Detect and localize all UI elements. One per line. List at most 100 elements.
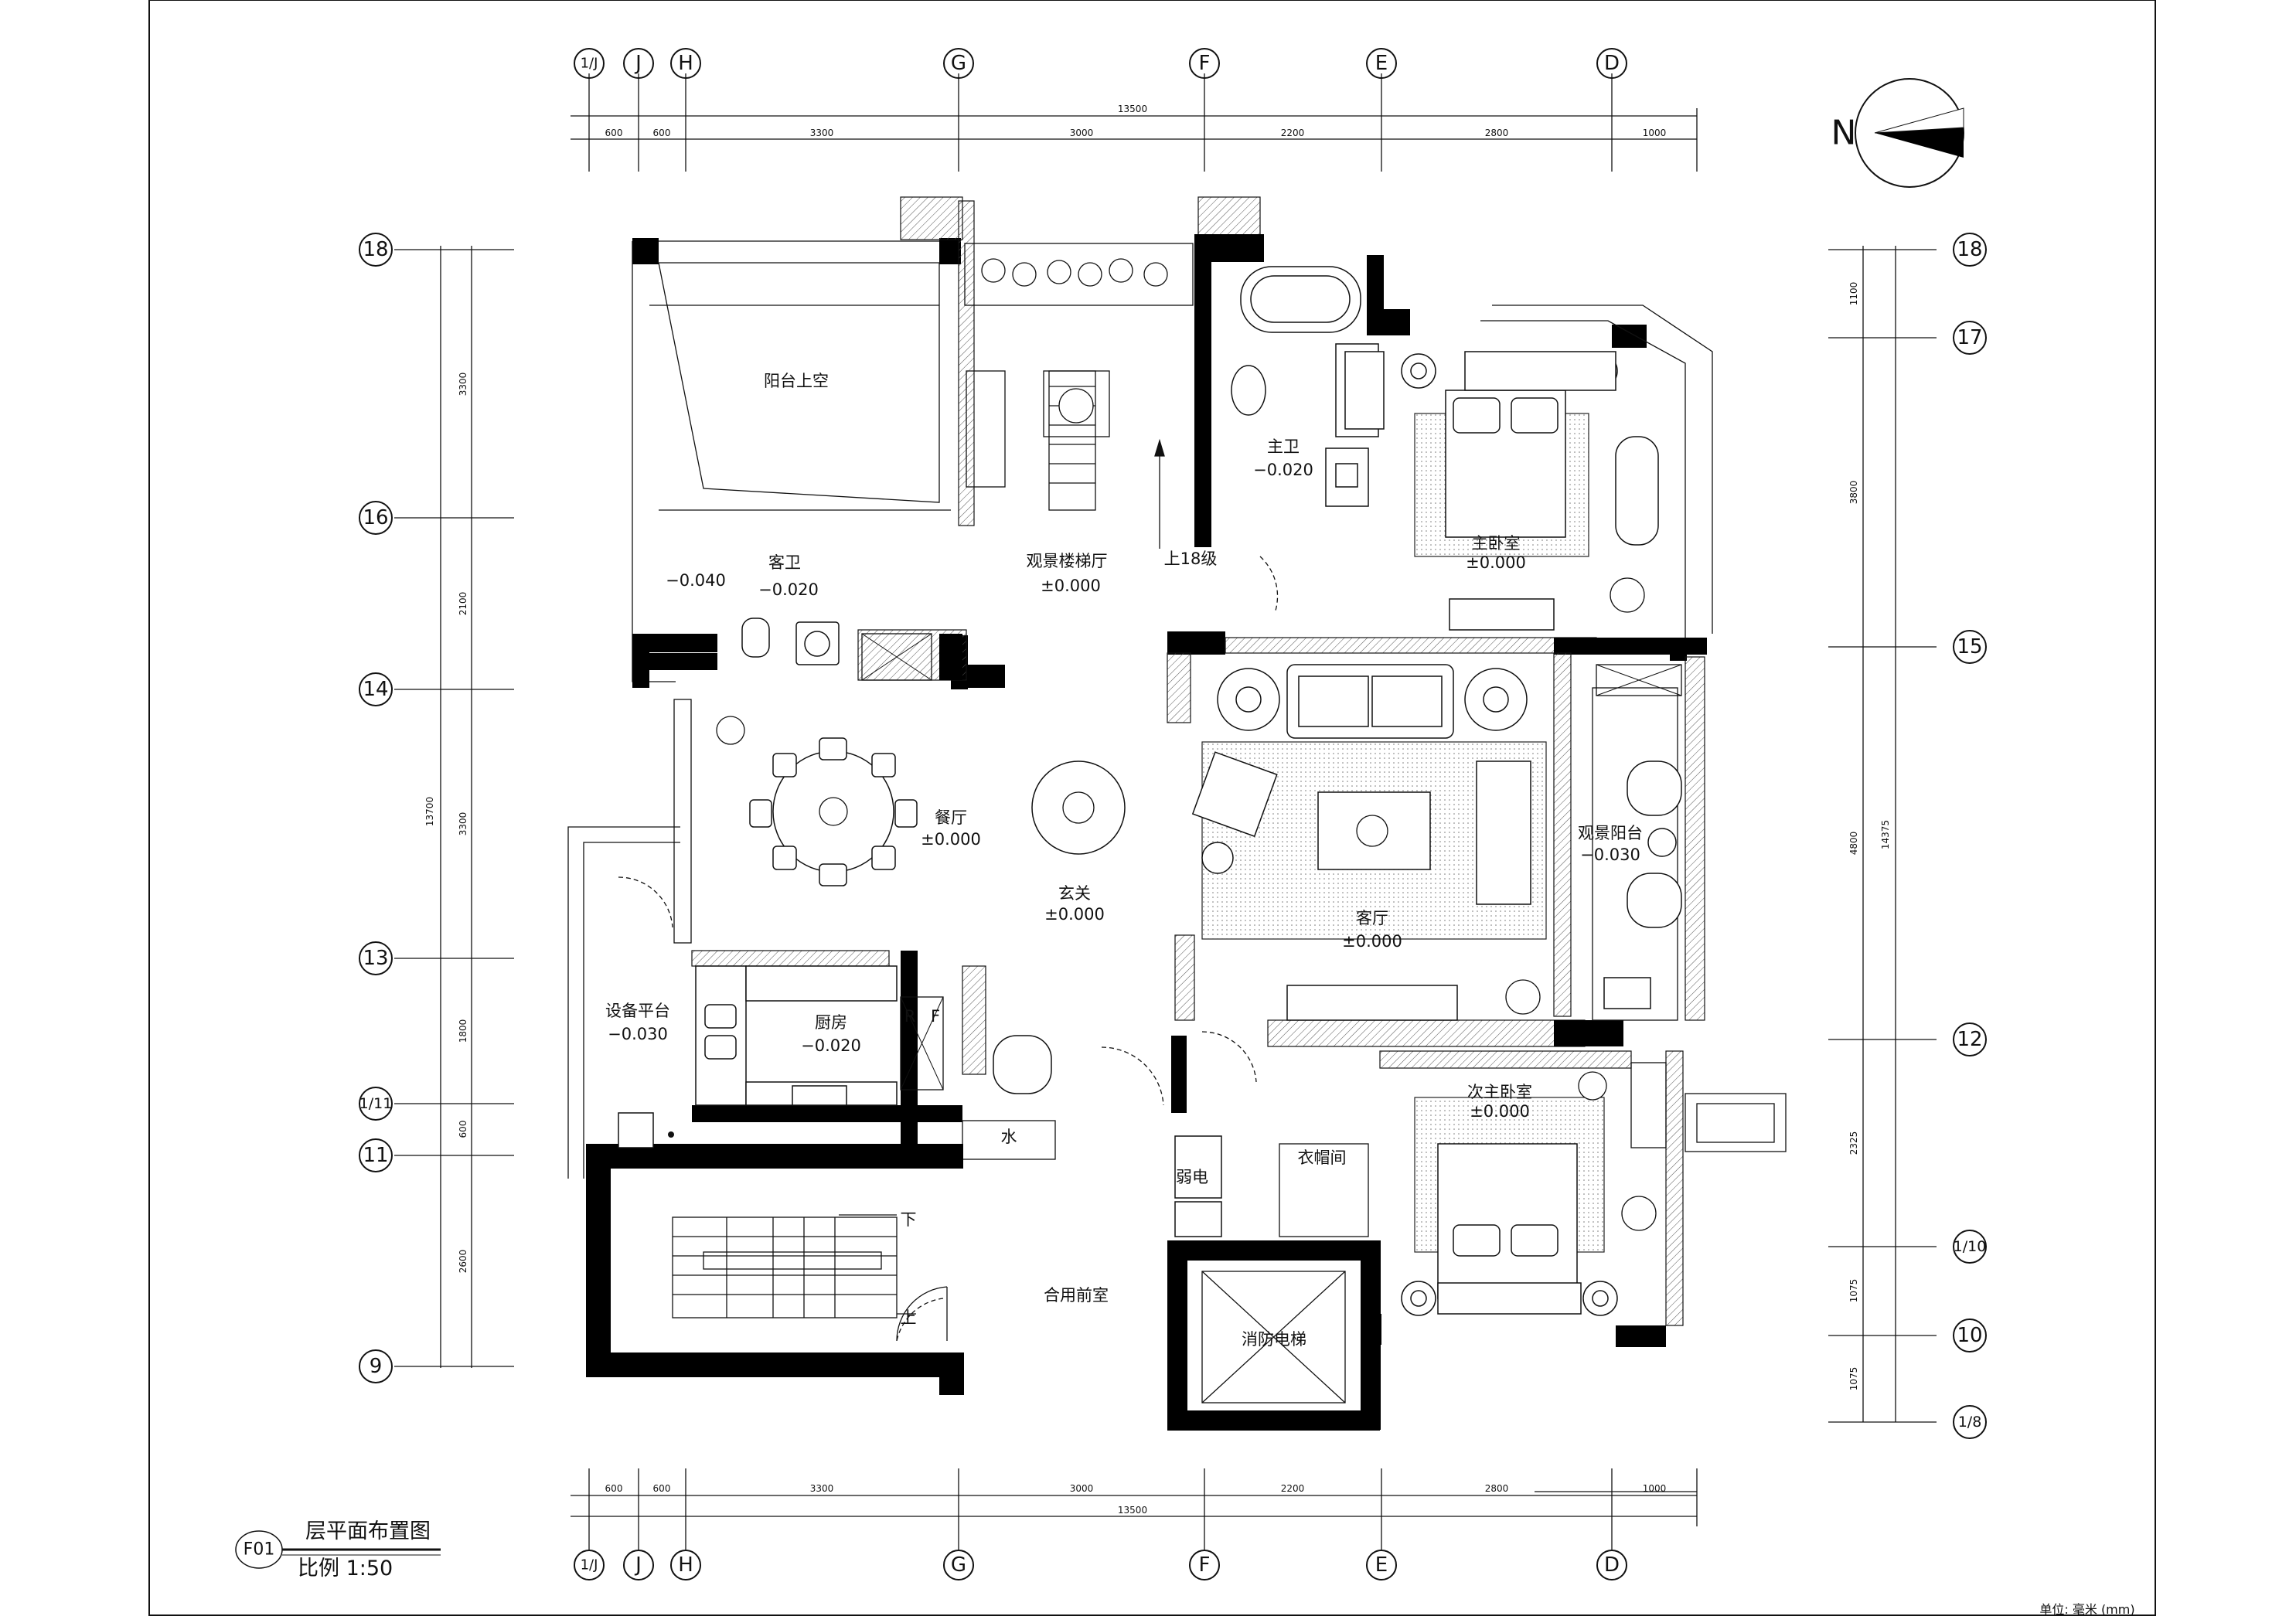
room-water: 水	[1001, 1128, 1017, 1146]
right-dimensions: 14375 1100 3800 4800 2325 1075 1075	[1848, 282, 1891, 1391]
room-kitchen-level: −0.020	[801, 1036, 861, 1055]
room-equipment-platform-level: −0.030	[608, 1025, 668, 1043]
secondary-bedroom	[1174, 1062, 1667, 1316]
axis-bottom-D: D	[1604, 1553, 1620, 1577]
stair-up-18: 上18级	[1164, 550, 1218, 568]
unit-note: 单位: 毫米 (mm)	[2039, 1602, 2134, 1617]
axis-left-14: 14	[363, 678, 388, 701]
dim-top-5: 2200	[1281, 128, 1305, 138]
axis-top-H: H	[678, 52, 693, 75]
axis-bottom-H: H	[678, 1553, 693, 1577]
axis-left-11: 11	[363, 1144, 388, 1167]
dim-top-4: 3000	[1070, 128, 1094, 138]
axis-right-1-10: 1/10	[1954, 1238, 1987, 1255]
axis-right-18: 18	[1957, 238, 1982, 261]
axis-bubbles-top: 1/J J H G F E D	[574, 48, 1627, 79]
room-dining-level: ±0.000	[921, 830, 981, 849]
top-total-dimension: 13500	[1118, 104, 1147, 114]
stair-down-label: 下	[901, 1210, 917, 1229]
axis-left-9: 9	[370, 1355, 383, 1378]
room-balcony-void: 阳台上空	[764, 372, 829, 390]
master-bedroom	[1344, 351, 1659, 631]
door-swings	[618, 556, 1279, 1342]
axis-left-18: 18	[363, 238, 388, 261]
dim-bottom-7: 1000	[1643, 1483, 1667, 1494]
room-equipment-platform: 设备平台	[605, 1002, 670, 1020]
axis-bubbles-right: 18 17 15 12 1/10 10 1/8	[1953, 233, 1987, 1439]
room-fire-elevator: 消防电梯	[1242, 1330, 1306, 1349]
axis-right-10: 10	[1957, 1324, 1982, 1347]
north-arrow: N	[1831, 78, 1964, 188]
axis-top-G: G	[951, 52, 966, 75]
room-master-bath: 主卫	[1267, 437, 1300, 456]
room-shared-lobby: 合用前室	[1044, 1286, 1109, 1305]
axis-top-E: E	[1375, 52, 1388, 75]
dim-right-1: 1100	[1848, 282, 1859, 306]
dim-bottom-3: 3300	[810, 1483, 834, 1494]
dim-left-2: 2100	[458, 592, 468, 616]
drawing-title: 层平面布置图	[305, 1519, 431, 1543]
room-foyer-level: ±0.000	[1044, 905, 1105, 924]
dim-top-6: 2800	[1485, 128, 1509, 138]
room-labels: 阳台上空 客卫 −0.020 −0.040 观景楼梯厅 ±0.000 上18级 …	[605, 372, 1643, 1349]
axis-top-J: J	[634, 52, 642, 75]
fridge-f-label: F	[931, 1007, 940, 1026]
drawing-code: F01	[244, 1540, 275, 1560]
left-total-dimension: 13700	[424, 797, 435, 826]
plants	[716, 258, 1657, 1231]
dim-left-5: 600	[458, 1121, 468, 1138]
room-secondary-bedroom: 次主卧室	[1467, 1083, 1532, 1101]
dim-top-7: 1000	[1643, 128, 1667, 138]
living-room-furniture	[1191, 664, 1547, 1021]
dim-bottom-6: 2800	[1485, 1483, 1509, 1494]
outer-walls	[567, 196, 1787, 1431]
room-weak-current: 弱电	[1176, 1168, 1208, 1186]
axis-bubbles-bottom: 1/J J H G F E D	[574, 1550, 1627, 1580]
dim-left-6: 2600	[458, 1250, 468, 1274]
north-label: N	[1831, 114, 1857, 153]
dim-left-4: 1800	[458, 1019, 468, 1043]
stair-flight	[966, 370, 1165, 549]
drawing-scale: 比例 1:50	[298, 1557, 393, 1580]
axis-left-1-11: 1/11	[359, 1095, 393, 1112]
room-guest-bath-level: −0.020	[758, 580, 819, 599]
bottom-total-dimension: 13500	[1118, 1505, 1147, 1516]
left-dimensions: 13700 3300 2100 3300 1800 600 2600	[424, 373, 468, 1274]
axis-bubbles-left: 18 16 14 13 1/11 11 9	[359, 233, 393, 1383]
dim-right-4: 2325	[1848, 1131, 1859, 1155]
dim-right-5: 1075	[1848, 1279, 1859, 1303]
dimension-lines	[440, 115, 1896, 1517]
axis-lines	[394, 73, 1937, 1550]
room-dining: 餐厅	[935, 808, 967, 827]
dim-left-1: 3300	[458, 373, 468, 396]
room-stair-hall: 观景楼梯厅	[1027, 552, 1108, 570]
axis-bottom-E: E	[1375, 1553, 1388, 1577]
axis-right-1-8: 1/8	[1958, 1414, 1982, 1431]
title-block: F01 层平面布置图 比例 1:50 单位: 毫米 (mm)	[235, 1519, 2135, 1617]
axis-bottom-F: F	[1199, 1553, 1211, 1577]
kitchen-fixtures	[695, 965, 1052, 1106]
dim-top-2: 600	[653, 128, 671, 138]
axis-top-D: D	[1604, 52, 1620, 75]
axis-left-16: 16	[363, 506, 388, 529]
sheet-border	[148, 0, 2156, 1616]
dim-bottom-5: 2200	[1281, 1483, 1305, 1494]
axis-bottom-J: J	[634, 1553, 642, 1577]
balcony-void	[658, 262, 940, 503]
fridge-r-label: R	[904, 1007, 916, 1026]
equipment-fixtures	[618, 1112, 674, 1148]
dim-right-3: 4800	[1848, 832, 1859, 856]
lower-stairwell	[673, 1214, 916, 1318]
axis-top-1J: 1/J	[581, 56, 598, 72]
dining-set	[749, 737, 1126, 886]
dim-right-6: 1075	[1848, 1367, 1859, 1391]
axis-top-F: F	[1199, 52, 1211, 75]
bottom-dimensions: 13500 600 600 3300 3000 2200 2800 1000	[605, 1483, 1667, 1516]
room-guest-bath: 客卫	[768, 553, 801, 572]
axis-right-17: 17	[1957, 326, 1982, 349]
dim-bottom-4: 3000	[1070, 1483, 1094, 1494]
room-view-balcony-level: −0.030	[1580, 846, 1640, 864]
dim-left-3: 3300	[458, 812, 468, 836]
balcony-chairs	[1596, 664, 1682, 1009]
top-dimensions: 13500 600 600 3300 3000 2200 2800 1000	[605, 104, 1667, 138]
